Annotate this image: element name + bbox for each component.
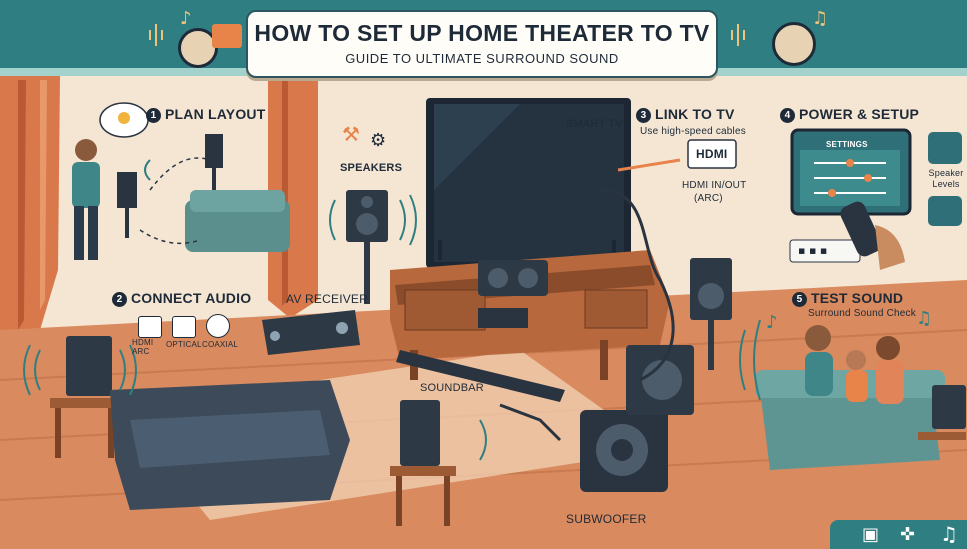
av-receiver-label: AV RECEIVER <box>286 292 368 306</box>
music-note-icon: ♫ <box>812 8 829 29</box>
video-icon <box>212 24 242 48</box>
video-icon: ▣ <box>862 524 880 545</box>
music-note-icon: ♪ <box>180 8 192 29</box>
page-subtitle: GUIDE TO ULTIMATE SURROUND SOUND <box>345 51 619 66</box>
title-card: HOW TO SET UP HOME THEATER TO TV GUIDE T… <box>246 10 718 78</box>
power-strip-icon: ▪ ▪ ▪ <box>798 244 828 257</box>
wrench-icon: ⚒ <box>342 122 360 146</box>
step-3-number: 3 <box>636 108 651 123</box>
page-title: HOW TO SET UP HOME THEATER TO TV <box>254 20 710 46</box>
gamepad-icon: ✜ <box>900 524 916 545</box>
soundbar-label: SOUNDBAR <box>420 382 484 394</box>
music-note-icon: ♫ <box>940 522 958 546</box>
subwoofer-label: SUBWOOFER <box>566 512 647 526</box>
smart-tv-label: SMART TV <box>566 118 623 130</box>
step-1-number: 1 <box>146 108 161 123</box>
film-reel-icon <box>178 28 218 68</box>
step-5-number: 5 <box>792 292 807 307</box>
step-5-note: Surround Sound Check <box>808 308 916 319</box>
hdmi-port-label: HDMI <box>696 147 728 161</box>
coaxial-port-icon <box>206 314 230 338</box>
hdmi-port-icon <box>138 316 162 338</box>
settings-label: SETTINGS <box>826 140 868 149</box>
hdmi-in-out-label: HDMI IN/OUT <box>682 180 747 191</box>
music-note-icon: ♪ <box>766 312 778 333</box>
bottom-icon-bar <box>830 520 967 549</box>
speakers-label: SPEAKERS <box>340 162 403 174</box>
gear-icon: ⚙ <box>370 130 387 151</box>
optical-port-icon <box>172 316 196 338</box>
film-reel-icon <box>772 22 816 66</box>
lightbulb-icon: ● <box>118 110 129 124</box>
step-4-number: 4 <box>780 108 795 123</box>
audio-port-coaxial: COAXIAL <box>202 340 239 349</box>
audio-port-optical: OPTICAL <box>166 340 202 349</box>
step-3-note: Use high-speed cables <box>640 126 746 137</box>
audio-port-hdmi-arc: HDMI ARC <box>132 338 154 356</box>
step-2-number: 2 <box>112 292 127 307</box>
speaker-levels-label: Speaker Levels <box>928 168 964 189</box>
arc-label: (ARC) <box>694 193 723 204</box>
music-note-icon: ♫ <box>916 308 933 329</box>
